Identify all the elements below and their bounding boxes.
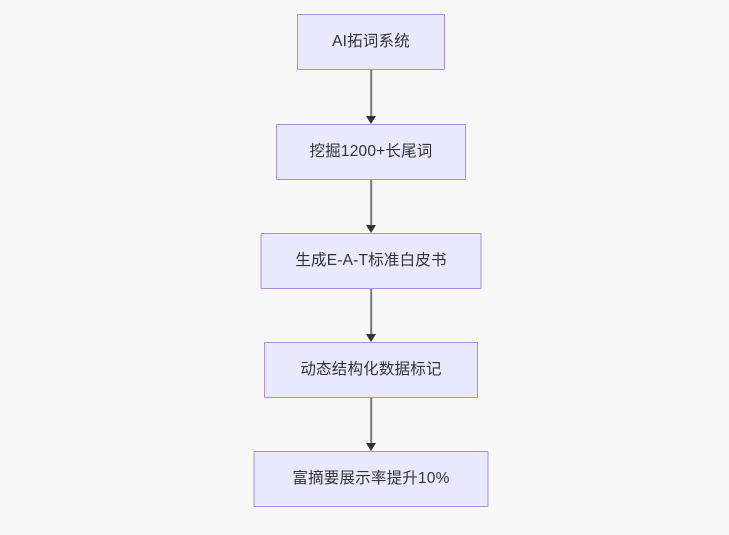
edge-line — [370, 70, 372, 116]
node-mine-longtail-keywords[interactable]: 挖掘1200+长尾词 — [276, 124, 466, 180]
edge-line — [370, 398, 372, 443]
node-label: 生成E-A-T标准白皮书 — [295, 252, 447, 270]
edge-connector-4 — [363, 398, 379, 451]
node-label: AI拓词系统 — [332, 33, 410, 51]
node-generate-eat-whitepaper[interactable]: 生成E-A-T标准白皮书 — [260, 233, 482, 289]
node-label: 富摘要展示率提升10% — [292, 470, 450, 488]
node-label: 挖掘1200+长尾词 — [309, 143, 433, 161]
edge-connector-2 — [363, 180, 379, 233]
node-ai-keyword-system[interactable]: AI拓词系统 — [297, 14, 445, 70]
arrowhead-icon — [366, 116, 376, 124]
arrowhead-icon — [366, 443, 376, 451]
node-dynamic-structured-data[interactable]: 动态结构化数据标记 — [264, 342, 478, 398]
node-label: 动态结构化数据标记 — [300, 361, 442, 379]
edge-connector-3 — [363, 289, 379, 342]
edge-line — [370, 180, 372, 225]
edge-connector-1 — [363, 70, 379, 124]
node-rich-snippet-uplift[interactable]: 富摘要展示率提升10% — [253, 451, 489, 507]
arrowhead-icon — [366, 334, 376, 342]
edge-line — [370, 289, 372, 334]
arrowhead-icon — [366, 225, 376, 233]
